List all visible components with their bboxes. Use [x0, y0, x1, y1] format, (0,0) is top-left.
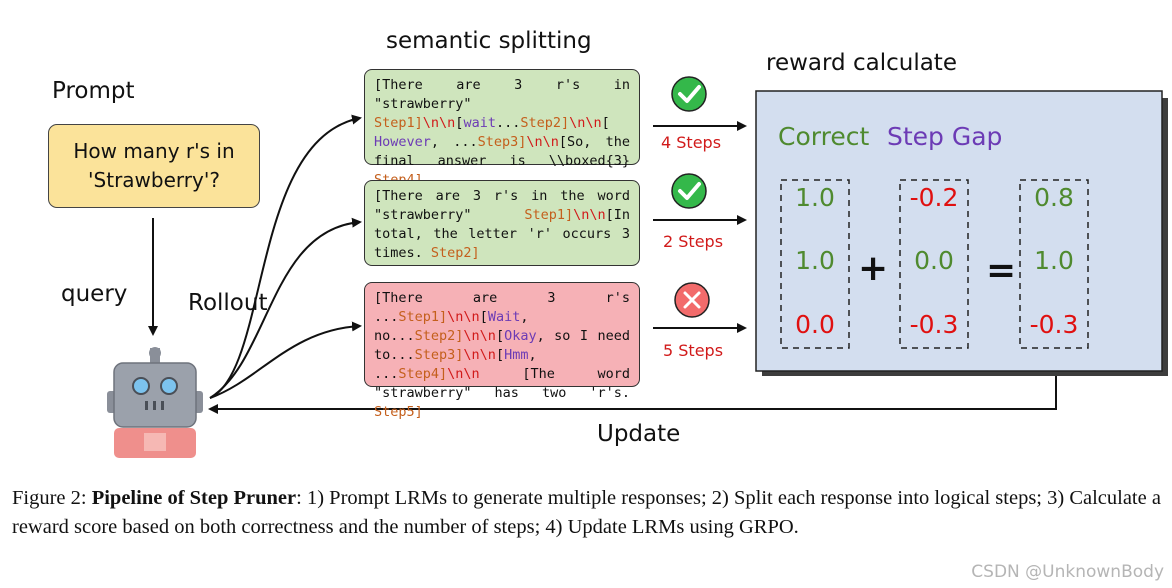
response-segment: Step1] — [374, 115, 423, 131]
steps-label-2: 2 Steps — [663, 232, 724, 251]
response-segment: ... — [495, 115, 521, 131]
correct-header: Correct — [778, 122, 870, 151]
response-segment: Step2] — [414, 328, 464, 344]
response-segment: However — [374, 134, 431, 150]
semantic-splitting-label: semantic splitting — [386, 28, 592, 54]
response-segment: Wait — [487, 309, 521, 325]
response-segment: [There are 3 r's in the word "strawberry… — [374, 188, 630, 223]
response-segment: \n\n — [573, 207, 606, 223]
response-text-2: [There are 3 r's in the word "strawberry… — [374, 188, 630, 261]
reward-panel — [755, 90, 1168, 376]
response-segment: [ — [455, 115, 464, 131]
result-value: -0.3 — [1029, 310, 1079, 339]
step-pruner-diagram: Prompt semantic splitting reward calcula… — [48, 28, 1168, 458]
steps-label-3: 5 Steps — [663, 341, 724, 360]
query-label: query — [61, 281, 128, 307]
response-segment: \n\n — [422, 115, 456, 131]
correct-value: 1.0 — [795, 246, 835, 275]
response-segment: Step2] — [430, 245, 480, 261]
response-segment: [In total, the letter 'r' occurs 3 times… — [374, 207, 630, 261]
response-box-1: [There are 3 r's in "strawberry" Step1]\… — [364, 69, 640, 188]
correct-value: 1.0 — [795, 183, 835, 212]
rollout-arrow-1 — [209, 114, 362, 399]
response-segment: , no... — [374, 309, 529, 344]
cross-circle-icon — [674, 282, 710, 318]
response-segment: [ — [479, 309, 488, 325]
response-segment: \n\n — [569, 115, 602, 131]
response-box-2: [There are 3 r's in the word "strawberry… — [364, 180, 640, 266]
prompt-text: How many r's in 'Strawberry'? — [73, 139, 235, 192]
response-segment: , ... — [430, 134, 478, 150]
response-segment: [There are 3 r's ... — [374, 290, 630, 325]
response-segment: Step3] — [414, 347, 464, 363]
response-segment: Step1] — [398, 309, 448, 325]
rollout-label: Rollout — [188, 290, 268, 316]
response-segment: wait — [463, 115, 496, 131]
prompt-box: How many r's in 'Strawberry'? — [48, 124, 260, 208]
step-gap-value: -0.2 — [909, 183, 959, 212]
response-segment: \n\n — [463, 347, 496, 363]
update-label: Update — [597, 421, 681, 447]
response-segment: Step1] — [524, 207, 574, 223]
step-gap-value: 0.0 — [914, 246, 954, 275]
response-segment: , ... — [374, 347, 537, 382]
caption-title: Pipeline of Step Pruner — [91, 487, 297, 509]
correct-value: 0.0 — [795, 310, 835, 339]
reward-calculate-label: reward calculate — [766, 50, 957, 76]
response-segment: Step2] — [520, 115, 570, 131]
response-text-3: [There are 3 r's ...Step1]\n\n[Wait, no.… — [374, 290, 630, 420]
response-segment: \n\n — [447, 309, 480, 325]
response-segment: Step4] — [398, 366, 448, 382]
check-circle-icon — [671, 173, 707, 209]
caption-body: : 1) Prompt LRMs to generate multiple re… — [12, 487, 1161, 538]
steps-label-1: 4 Steps — [661, 133, 722, 152]
rollout-arrow-3 — [209, 321, 362, 399]
response-segment: , so I need to... — [374, 328, 630, 363]
response-segment: [There are 3 r's in "strawberry" — [374, 77, 630, 112]
figure-caption: Figure 2: Pipeline of Step Pruner: 1) Pr… — [12, 484, 1162, 542]
response-segment: \n\n — [447, 366, 480, 382]
robot-icon — [107, 347, 203, 458]
step-gap-header: Step Gap — [887, 122, 1003, 151]
diagram-connectors — [107, 76, 1168, 458]
response-segment: [The word "strawberry" has two 'r's. — [374, 366, 630, 401]
response-segment: [ — [601, 115, 610, 131]
response-segment: [So, the final answer is \\boxed{3} — [374, 134, 630, 169]
response-segment: \n\n — [526, 134, 559, 150]
response-segment: Step5] — [374, 404, 423, 420]
response-segment: [ — [495, 347, 505, 363]
check-circle-icon — [671, 76, 707, 112]
response-segment: [ — [495, 328, 505, 344]
equals-sign: = — [986, 250, 1017, 291]
result-value: 1.0 — [1034, 246, 1074, 275]
response-segment: Step3] — [477, 134, 527, 150]
step-gap-value: -0.3 — [909, 310, 959, 339]
response-segment: \n\n — [463, 328, 496, 344]
caption-prefix: Figure 2: — [12, 487, 92, 509]
prompt-label: Prompt — [52, 78, 135, 104]
result-value: 0.8 — [1034, 183, 1074, 212]
plus-sign: + — [858, 248, 889, 289]
response-segment: Hmm — [504, 347, 529, 363]
response-box-3: [There are 3 r's ...Step1]\n\n[Wait, no.… — [364, 282, 640, 420]
response-segment: Okay — [504, 328, 537, 344]
watermark: CSDN @UnknownBody — [971, 562, 1164, 582]
rollout-arrow-2 — [209, 217, 362, 399]
